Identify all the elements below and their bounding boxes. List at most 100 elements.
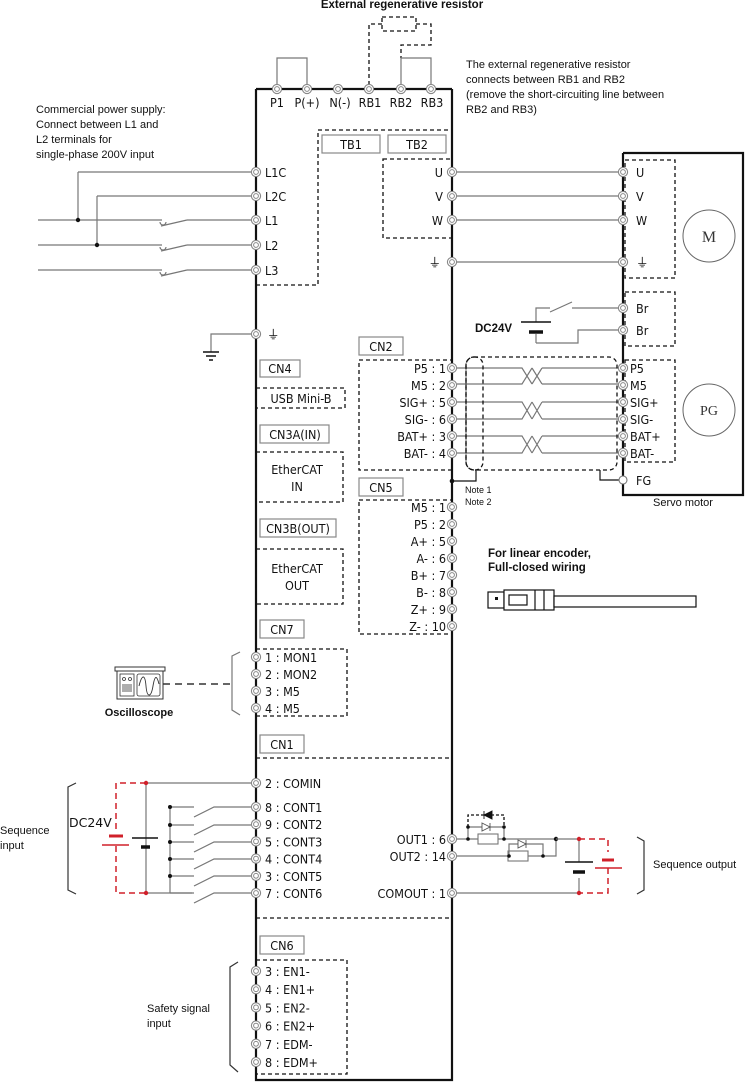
cn5-pin-terminal[interactable] bbox=[446, 603, 458, 615]
cn6-pin-label: 5 : EN2- bbox=[265, 1000, 310, 1015]
terminal-RB3[interactable] bbox=[425, 83, 437, 95]
svg-text:single-phase 200V input: single-phase 200V input bbox=[36, 149, 154, 161]
ethercat-out-region bbox=[255, 548, 344, 605]
terminal-ground[interactable] bbox=[446, 256, 458, 268]
terminal-W[interactable] bbox=[446, 214, 458, 226]
linear-encoder-caption-2: Full-closed wiring bbox=[488, 562, 586, 574]
encoder-pin-terminal[interactable] bbox=[617, 362, 629, 374]
cn7-pin-terminal[interactable] bbox=[250, 685, 262, 697]
terminal-frame-ground[interactable] bbox=[250, 328, 262, 340]
cn2-pin-label: P5 : 1 bbox=[414, 361, 446, 376]
cn2-pin-terminal[interactable] bbox=[446, 396, 458, 408]
encoder-pin-label: BAT+ bbox=[630, 429, 661, 444]
note-2: Note 2 bbox=[465, 497, 492, 507]
power-supply-note: Commercial power supply: Connect between… bbox=[36, 104, 166, 161]
cn6-pin-label: 7 : EDM- bbox=[265, 1037, 313, 1052]
cn2-pin-terminal[interactable] bbox=[446, 362, 458, 374]
cn6-pin-terminal[interactable] bbox=[250, 984, 262, 995]
cn6-pin-label: 4 : EN1+ bbox=[265, 982, 315, 997]
cn2-pin-terminal[interactable] bbox=[446, 413, 458, 425]
cn1-input-terminal[interactable] bbox=[250, 887, 262, 899]
cn1-comout-terminal[interactable] bbox=[446, 887, 458, 899]
tb1-region bbox=[256, 129, 452, 286]
terminal-U[interactable] bbox=[446, 166, 458, 178]
terminal-RB2[interactable] bbox=[395, 83, 407, 95]
cn1-input-label: 7 : CONT6 bbox=[265, 886, 322, 901]
encoder-pin-terminal[interactable] bbox=[617, 379, 629, 391]
cn2-pin-label: BAT- : 4 bbox=[404, 446, 446, 461]
label-RB2: RB2 bbox=[390, 95, 413, 110]
terminal-N[interactable] bbox=[332, 83, 344, 95]
svg-text:W: W bbox=[636, 213, 647, 228]
cn5-pin-terminal[interactable] bbox=[446, 552, 458, 564]
cn6-pin-terminal[interactable] bbox=[250, 1056, 262, 1068]
cn5-pin-terminal[interactable] bbox=[446, 501, 458, 513]
encoder-pin-terminal[interactable] bbox=[617, 430, 629, 442]
encoder-pin-terminal[interactable] bbox=[617, 396, 629, 408]
terminal-L1C[interactable] bbox=[250, 166, 262, 178]
cn4-label-box bbox=[259, 359, 301, 378]
cn1-input-terminal[interactable] bbox=[250, 836, 262, 847]
terminal-Br1[interactable] bbox=[617, 302, 629, 314]
svg-text:connects between RB1 and RB2: connects between RB1 and RB2 bbox=[466, 74, 625, 86]
encoder-pin-terminal[interactable] bbox=[617, 413, 629, 425]
cn1-input-label: 4 : CONT4 bbox=[265, 852, 322, 867]
cn1-input-label: 3 : CONT5 bbox=[265, 869, 322, 884]
cn5-pin-label: B+ : 7 bbox=[411, 568, 446, 583]
terminal-L2[interactable] bbox=[250, 239, 262, 251]
cn1-comin-terminal[interactable] bbox=[250, 777, 262, 789]
cn6-pin-terminal[interactable] bbox=[250, 1038, 262, 1049]
encoder-pin-terminal[interactable] bbox=[617, 447, 629, 459]
cn1-output-terminal[interactable] bbox=[446, 850, 458, 862]
terminal-L1[interactable] bbox=[250, 214, 262, 226]
cn6-pin-terminal[interactable] bbox=[250, 965, 262, 977]
terminal-L2C[interactable] bbox=[250, 190, 262, 202]
terminal-V[interactable] bbox=[446, 190, 458, 202]
sequence-output-wiring bbox=[457, 810, 645, 896]
cn6-pin-label: 3 : EN1- bbox=[265, 964, 310, 979]
motor-power-wiring bbox=[457, 171, 623, 263]
terminal-L3[interactable] bbox=[250, 264, 262, 276]
ext-resistor-title: External regenerative resistor bbox=[321, 0, 484, 11]
cn1-input-terminal[interactable] bbox=[250, 870, 262, 881]
svg-text:V: V bbox=[435, 189, 443, 204]
svg-text:L2 terminals for: L2 terminals for bbox=[36, 134, 112, 146]
terminal-P[interactable] bbox=[301, 83, 313, 95]
encoder-pin-label: SIG+ bbox=[630, 395, 659, 410]
cn1-output-terminal[interactable] bbox=[446, 833, 458, 845]
terminal-P1[interactable] bbox=[271, 83, 283, 95]
cn2-pin-terminal[interactable] bbox=[446, 430, 458, 442]
cn5-pin-terminal[interactable] bbox=[446, 569, 458, 581]
cn5-pin-terminal[interactable] bbox=[446, 535, 458, 547]
cn1-input-terminal[interactable] bbox=[250, 801, 262, 813]
cn2-pin-terminal[interactable] bbox=[446, 447, 458, 459]
cn1-input-terminal[interactable] bbox=[250, 819, 262, 830]
svg-text:Commercial power supply:: Commercial power supply: bbox=[36, 104, 166, 116]
cn6-pin-label: 6 : EN2+ bbox=[265, 1019, 315, 1034]
terminal-RB1[interactable] bbox=[363, 83, 375, 95]
terminal-Br2[interactable] bbox=[617, 324, 629, 336]
cn7-label-box bbox=[259, 619, 305, 639]
cn5-pin-terminal[interactable] bbox=[446, 586, 458, 598]
cn2-pin-terminal[interactable] bbox=[446, 379, 458, 391]
cn1-label-box bbox=[259, 734, 305, 754]
cn5-pin-terminal[interactable] bbox=[446, 620, 458, 632]
cn4-label: CN4 bbox=[268, 361, 291, 376]
cn7-pin-terminal[interactable] bbox=[250, 668, 262, 680]
encoder-region bbox=[624, 359, 676, 463]
regen-note: The external regenerative resistor conne… bbox=[466, 59, 664, 116]
cn7-pin-terminal[interactable] bbox=[250, 702, 262, 714]
cn7-pin-terminal[interactable] bbox=[250, 651, 262, 663]
cn5-pin-terminal[interactable] bbox=[446, 518, 458, 530]
cn6-pin-terminal[interactable] bbox=[250, 1002, 262, 1013]
cn6-pin-terminal[interactable] bbox=[250, 1020, 262, 1031]
power-terminals: L1C L2C L1 L2 L3 bbox=[250, 165, 286, 278]
cn3a-label: CN3A(IN) bbox=[269, 427, 321, 442]
motor-terminals: U V W ⏚ bbox=[617, 165, 649, 270]
safety-caption-2: input bbox=[147, 1018, 171, 1030]
cn1-input-terminal[interactable] bbox=[250, 853, 262, 864]
svg-text:U: U bbox=[636, 165, 644, 180]
